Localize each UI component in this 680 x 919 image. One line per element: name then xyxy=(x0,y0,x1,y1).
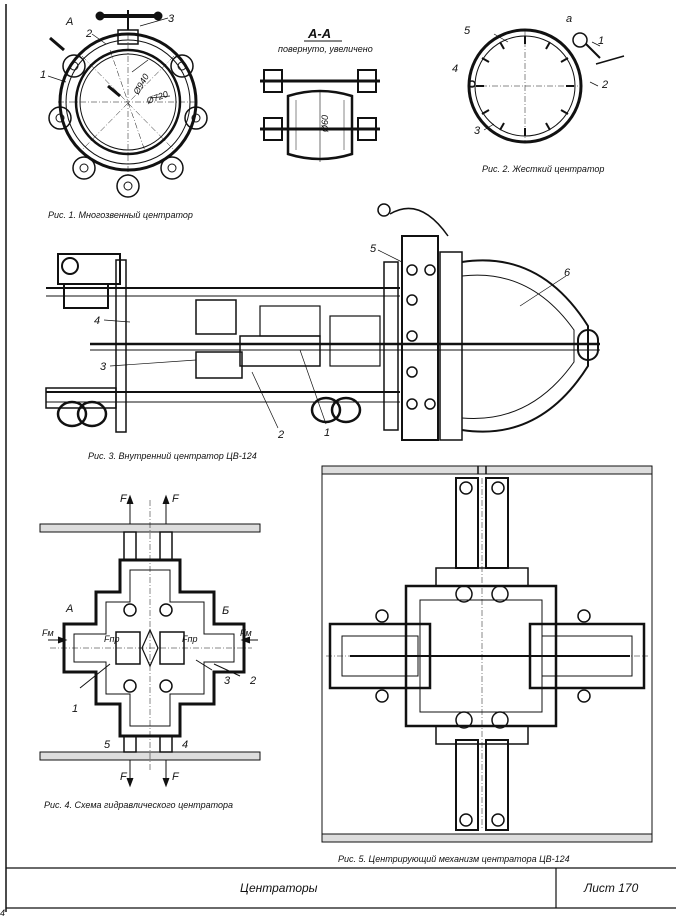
fig3-label-6: 6 xyxy=(564,267,571,279)
fig4-force-top-right: F xyxy=(172,493,180,505)
fig4-force-bottom-left: F xyxy=(120,771,128,783)
fig1-label-2: 2 xyxy=(85,28,92,40)
fig4-caption: Рис. 4. Схема гидравлического центратора xyxy=(44,800,233,810)
section-aa-dimension: Ø60 xyxy=(320,115,330,133)
title-block-sheet: Лист 170 xyxy=(583,881,639,895)
fig3-label-3: 3 xyxy=(100,361,107,373)
fig3-caption: Рис. 3. Внутренний центратор ЦВ-124 xyxy=(88,451,257,461)
fig5-centering-mechanism xyxy=(321,465,653,843)
fig3-label-4: 4 xyxy=(94,315,100,327)
fig3-label-2: 2 xyxy=(277,429,284,441)
fig4-label-5: 5 xyxy=(104,739,111,751)
fig1-label-3: 3 xyxy=(168,13,175,25)
fig1-multilink-centrator xyxy=(47,10,208,198)
fig4-hydraulic-scheme xyxy=(39,494,261,788)
section-aa-subtitle: повернуто, увеличено xyxy=(278,44,373,54)
sheet-frame xyxy=(5,4,676,912)
fig4-label-4: 4 xyxy=(182,739,188,751)
section-aa-title: А-А xyxy=(307,26,331,41)
fig4-label-1: 1 xyxy=(72,703,78,715)
fig4-label-2: 2 xyxy=(249,675,256,687)
fig2-rigid-centrator xyxy=(467,28,625,144)
fig4-chamber-a: А xyxy=(65,603,73,615)
fig2-label-a: а xyxy=(566,13,572,25)
fig1-caption: Рис. 1. Многозвенный центратор xyxy=(48,210,193,220)
fig4-label-3: 3 xyxy=(224,675,231,687)
title-block-title: Центраторы xyxy=(240,881,318,895)
fig5-caption: Рис. 5. Центрирующий механизм центратора… xyxy=(338,854,570,864)
fig4-chamber-b: Б xyxy=(222,605,229,617)
fig2-label-4: 4 xyxy=(452,63,458,75)
fig2-caption: Рис. 2. Жесткий центратор xyxy=(482,164,604,174)
fig3-label-1: 1 xyxy=(324,427,330,439)
fig1-diameter-inner: Ø720 xyxy=(144,89,169,106)
corner-mark: 4 xyxy=(0,908,5,918)
fig2-label-2: 2 xyxy=(601,79,608,91)
fig3-internal-centrator xyxy=(45,203,600,441)
fig4-fm-right: Fм xyxy=(240,628,252,638)
fig1-diameter-outer: Ø940 xyxy=(131,72,151,97)
fig1-label-section-a: A xyxy=(65,16,73,28)
fig3-label-5: 5 xyxy=(370,243,377,255)
fig4-force-bottom-right: F xyxy=(172,771,180,783)
fig2-label-3: 3 xyxy=(474,125,481,137)
fig4-fm-left: Fм xyxy=(42,628,54,638)
fig1-label-1: 1 xyxy=(40,69,46,81)
fig4-fpr-right: Fпр xyxy=(182,634,197,644)
fig4-force-top-left: F xyxy=(120,493,128,505)
fig2-label-5: 5 xyxy=(464,25,471,37)
fig4-fpr-left: Fпр xyxy=(104,634,119,644)
fig2-label-1: 1 xyxy=(598,35,604,47)
section-aa-view xyxy=(260,69,380,162)
